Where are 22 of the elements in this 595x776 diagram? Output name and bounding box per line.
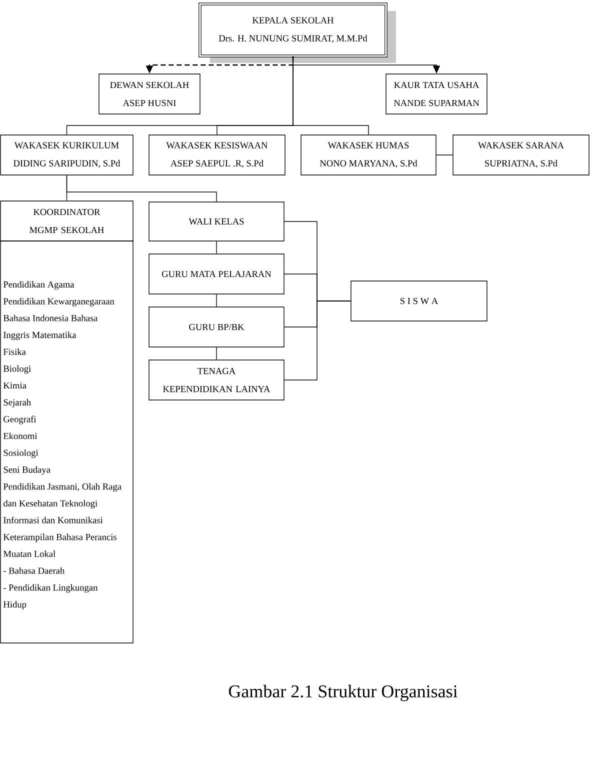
subject-list-box: Pendidikan Agama Pendidikan Kewarganegaraan Bahasa Indonesia Bahasa Inggris Matematika Fisika Biologi Kimia Sejarah Geografi Ekonomi Sosiologi Seni Budaya Pendidikan Jasmani, Olah Raga dan Kesehatan Teknologi Informasi dan Komunikasi Keterampilan Bahasa Perancis Muatan Lokal - Bahasa Daerah - Pendidikan Lingkungan Hidup — [0, 240, 134, 644]
position-box: DEWAN SEKOLAH ASEP HUSNI — [98, 74, 200, 114]
position-box: KEPALA SEKOLAH Drs. H. NUNUNG SUMIRAT, M.M.Pd — [198, 2, 396, 63]
position-box: KAUR TATA USAHA NANDE SUPARMAN — [386, 74, 488, 114]
connector-line — [284, 300, 351, 380]
position-box: GURU MATA PELAJARAN — [148, 254, 284, 294]
position-box: WAKASEK SARANA SUPRIATNA, S.Pd — [452, 134, 590, 176]
connector-line — [66, 175, 217, 202]
position-box: KOORDINATOR MGMP SEKOLAH — [0, 200, 134, 242]
figure-caption: Gambar 2.1 Struktur Organisasi — [228, 684, 458, 702]
connector-line — [216, 347, 217, 360]
position-box: WAKASEK HUMAS NONO MARYANA, S.Pd — [300, 134, 436, 176]
position-box: S I S W A — [350, 280, 488, 322]
position-box: WAKASEK KESISWAAN ASEP SAEPUL .R, S.Pd — [148, 134, 286, 176]
position-box: WAKASEK KURIKULUM DIDING SARIPUDIN, S.Pd — [0, 134, 134, 176]
connector-line — [216, 241, 217, 254]
position-box: WALI KELAS — [148, 202, 284, 242]
position-box: GURU BP/BK — [148, 306, 284, 348]
connector-line — [292, 56, 369, 135]
position-box: TENAGA KEPENDIDIKAN LAINYA — [148, 360, 284, 400]
connector-line — [436, 154, 453, 156]
connector-line — [216, 294, 217, 307]
